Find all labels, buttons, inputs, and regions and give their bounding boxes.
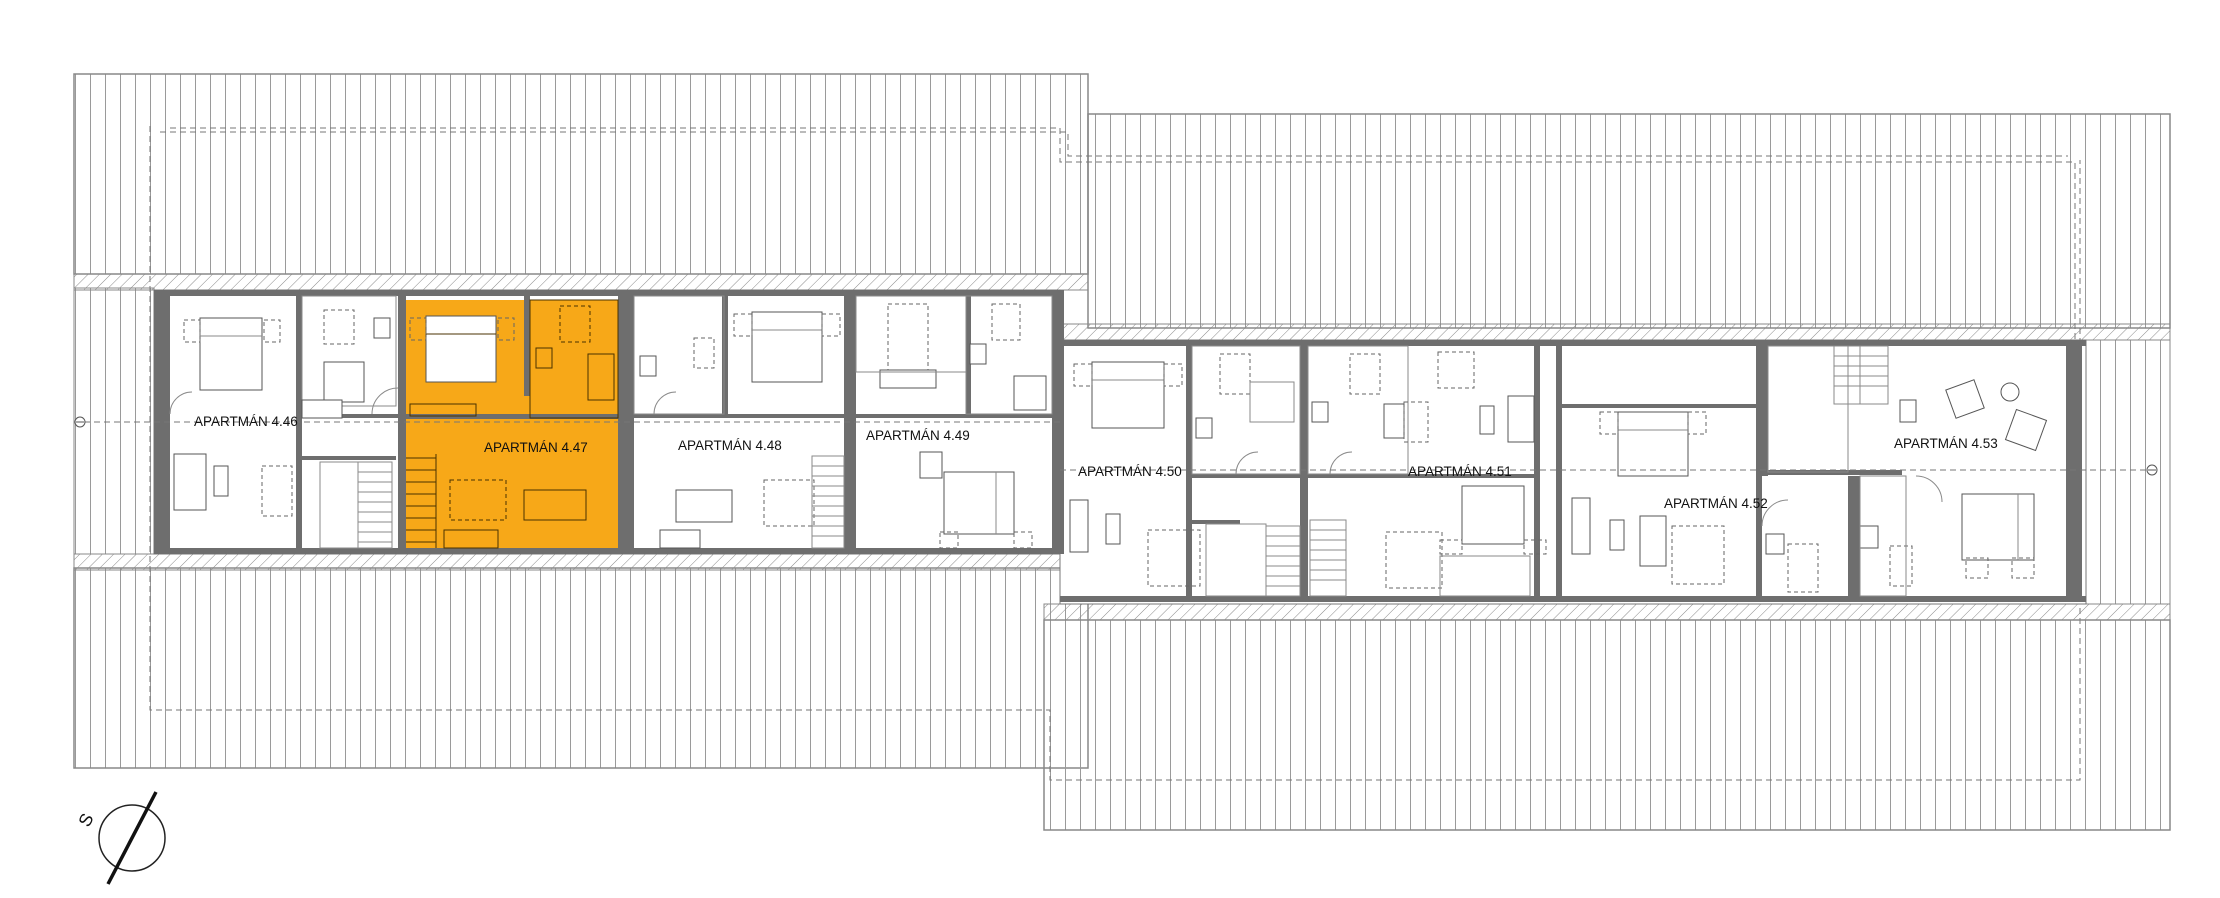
apartment-labels: APARTMÁN 4.46 APARTMÁN 4.47 APARTMÁN 4.4… xyxy=(194,414,1998,511)
compass-icon: S xyxy=(74,791,166,885)
section-marker-icon xyxy=(74,416,86,428)
apartment-label: APARTMÁN 4.46 xyxy=(194,414,298,429)
section-marker-icon xyxy=(2146,464,2158,476)
section-line xyxy=(74,416,2158,476)
apartment-label: APARTMÁN 4.49 xyxy=(866,428,970,443)
apartment-label: APARTMÁN 4.50 xyxy=(1078,464,1182,479)
north-arrow-letter: S xyxy=(74,810,97,830)
eaves xyxy=(73,273,2171,621)
apartment-label: APARTMÁN 4.47 xyxy=(484,440,588,455)
apartment-label: APARTMÁN 4.48 xyxy=(678,438,782,453)
apartment-label: APARTMÁN 4.52 xyxy=(1664,496,1768,511)
furniture xyxy=(169,295,2048,597)
apartment-label: APARTMÁN 4.53 xyxy=(1894,436,1998,451)
apartment-label: APARTMÁN 4.51 xyxy=(1408,464,1512,479)
roof-area xyxy=(73,73,2171,831)
